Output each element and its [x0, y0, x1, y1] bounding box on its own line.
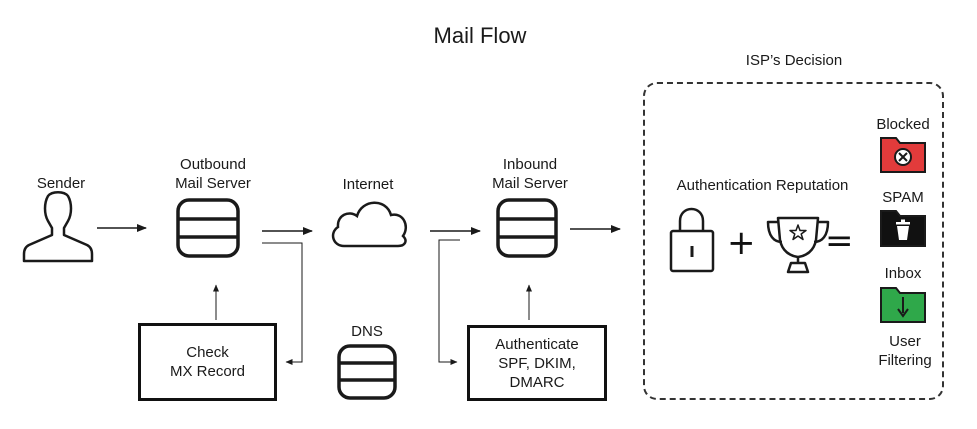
check-mx-line1: Check — [186, 344, 229, 361]
authenticate-line3: DMARC — [509, 373, 565, 391]
inbox-label: Inbox — [884, 265, 922, 282]
arrow-internet-to-authenticate — [438, 239, 460, 365]
dns-label: DNS — [351, 323, 383, 340]
outbound-server-label: Outbound Mail Server — [158, 155, 268, 193]
folder-blocked-icon — [880, 137, 926, 173]
inbound-label-line2: Mail Server — [492, 175, 568, 192]
check-mx-line2: MX Record — [169, 363, 246, 380]
isp-decision-region — [643, 82, 944, 400]
spam-label: SPAM — [882, 189, 924, 206]
isp-decision-heading: ISP’s Decision — [745, 52, 843, 69]
user-filtering-line1: User — [889, 333, 921, 350]
trophy-icon — [766, 216, 830, 274]
cloud-icon — [331, 201, 408, 248]
outbound-database-icon — [176, 198, 240, 258]
person-silhouette-icon — [22, 191, 94, 263]
blocked-label: Blocked — [876, 116, 930, 133]
check-mx-record-box: Check MX Record — [138, 323, 277, 401]
folder-arrow-icon — [880, 287, 926, 323]
arrow-outbound-to-check — [262, 242, 303, 365]
authenticate-box: Authenticate SPF, DKIM, DMARC — [467, 325, 607, 401]
folder-trash-icon — [880, 210, 926, 247]
equals-sign: = — [825, 221, 854, 261]
user-filtering-label: User Filtering — [868, 332, 942, 370]
outbound-label-line1: Outbound — [180, 156, 246, 173]
plus-sign: + — [727, 223, 756, 263]
padlock-icon — [669, 207, 715, 273]
authenticate-line2: SPF, DKIM, — [498, 354, 576, 372]
internet-label: Internet — [342, 176, 394, 193]
inbound-database-icon — [496, 198, 558, 258]
authentication-reputation-label: Authentication Reputation — [676, 177, 849, 194]
authenticate-line1: Authenticate — [495, 335, 579, 353]
dns-database-icon — [337, 344, 397, 400]
sender-label: Sender — [36, 175, 86, 192]
outbound-label-line2: Mail Server — [175, 175, 251, 192]
diagram-title: Mail Flow — [433, 23, 527, 48]
inbound-server-label: Inbound Mail Server — [475, 155, 585, 193]
inbound-label-line1: Inbound — [502, 156, 558, 173]
user-filtering-line2: Filtering — [878, 352, 932, 369]
